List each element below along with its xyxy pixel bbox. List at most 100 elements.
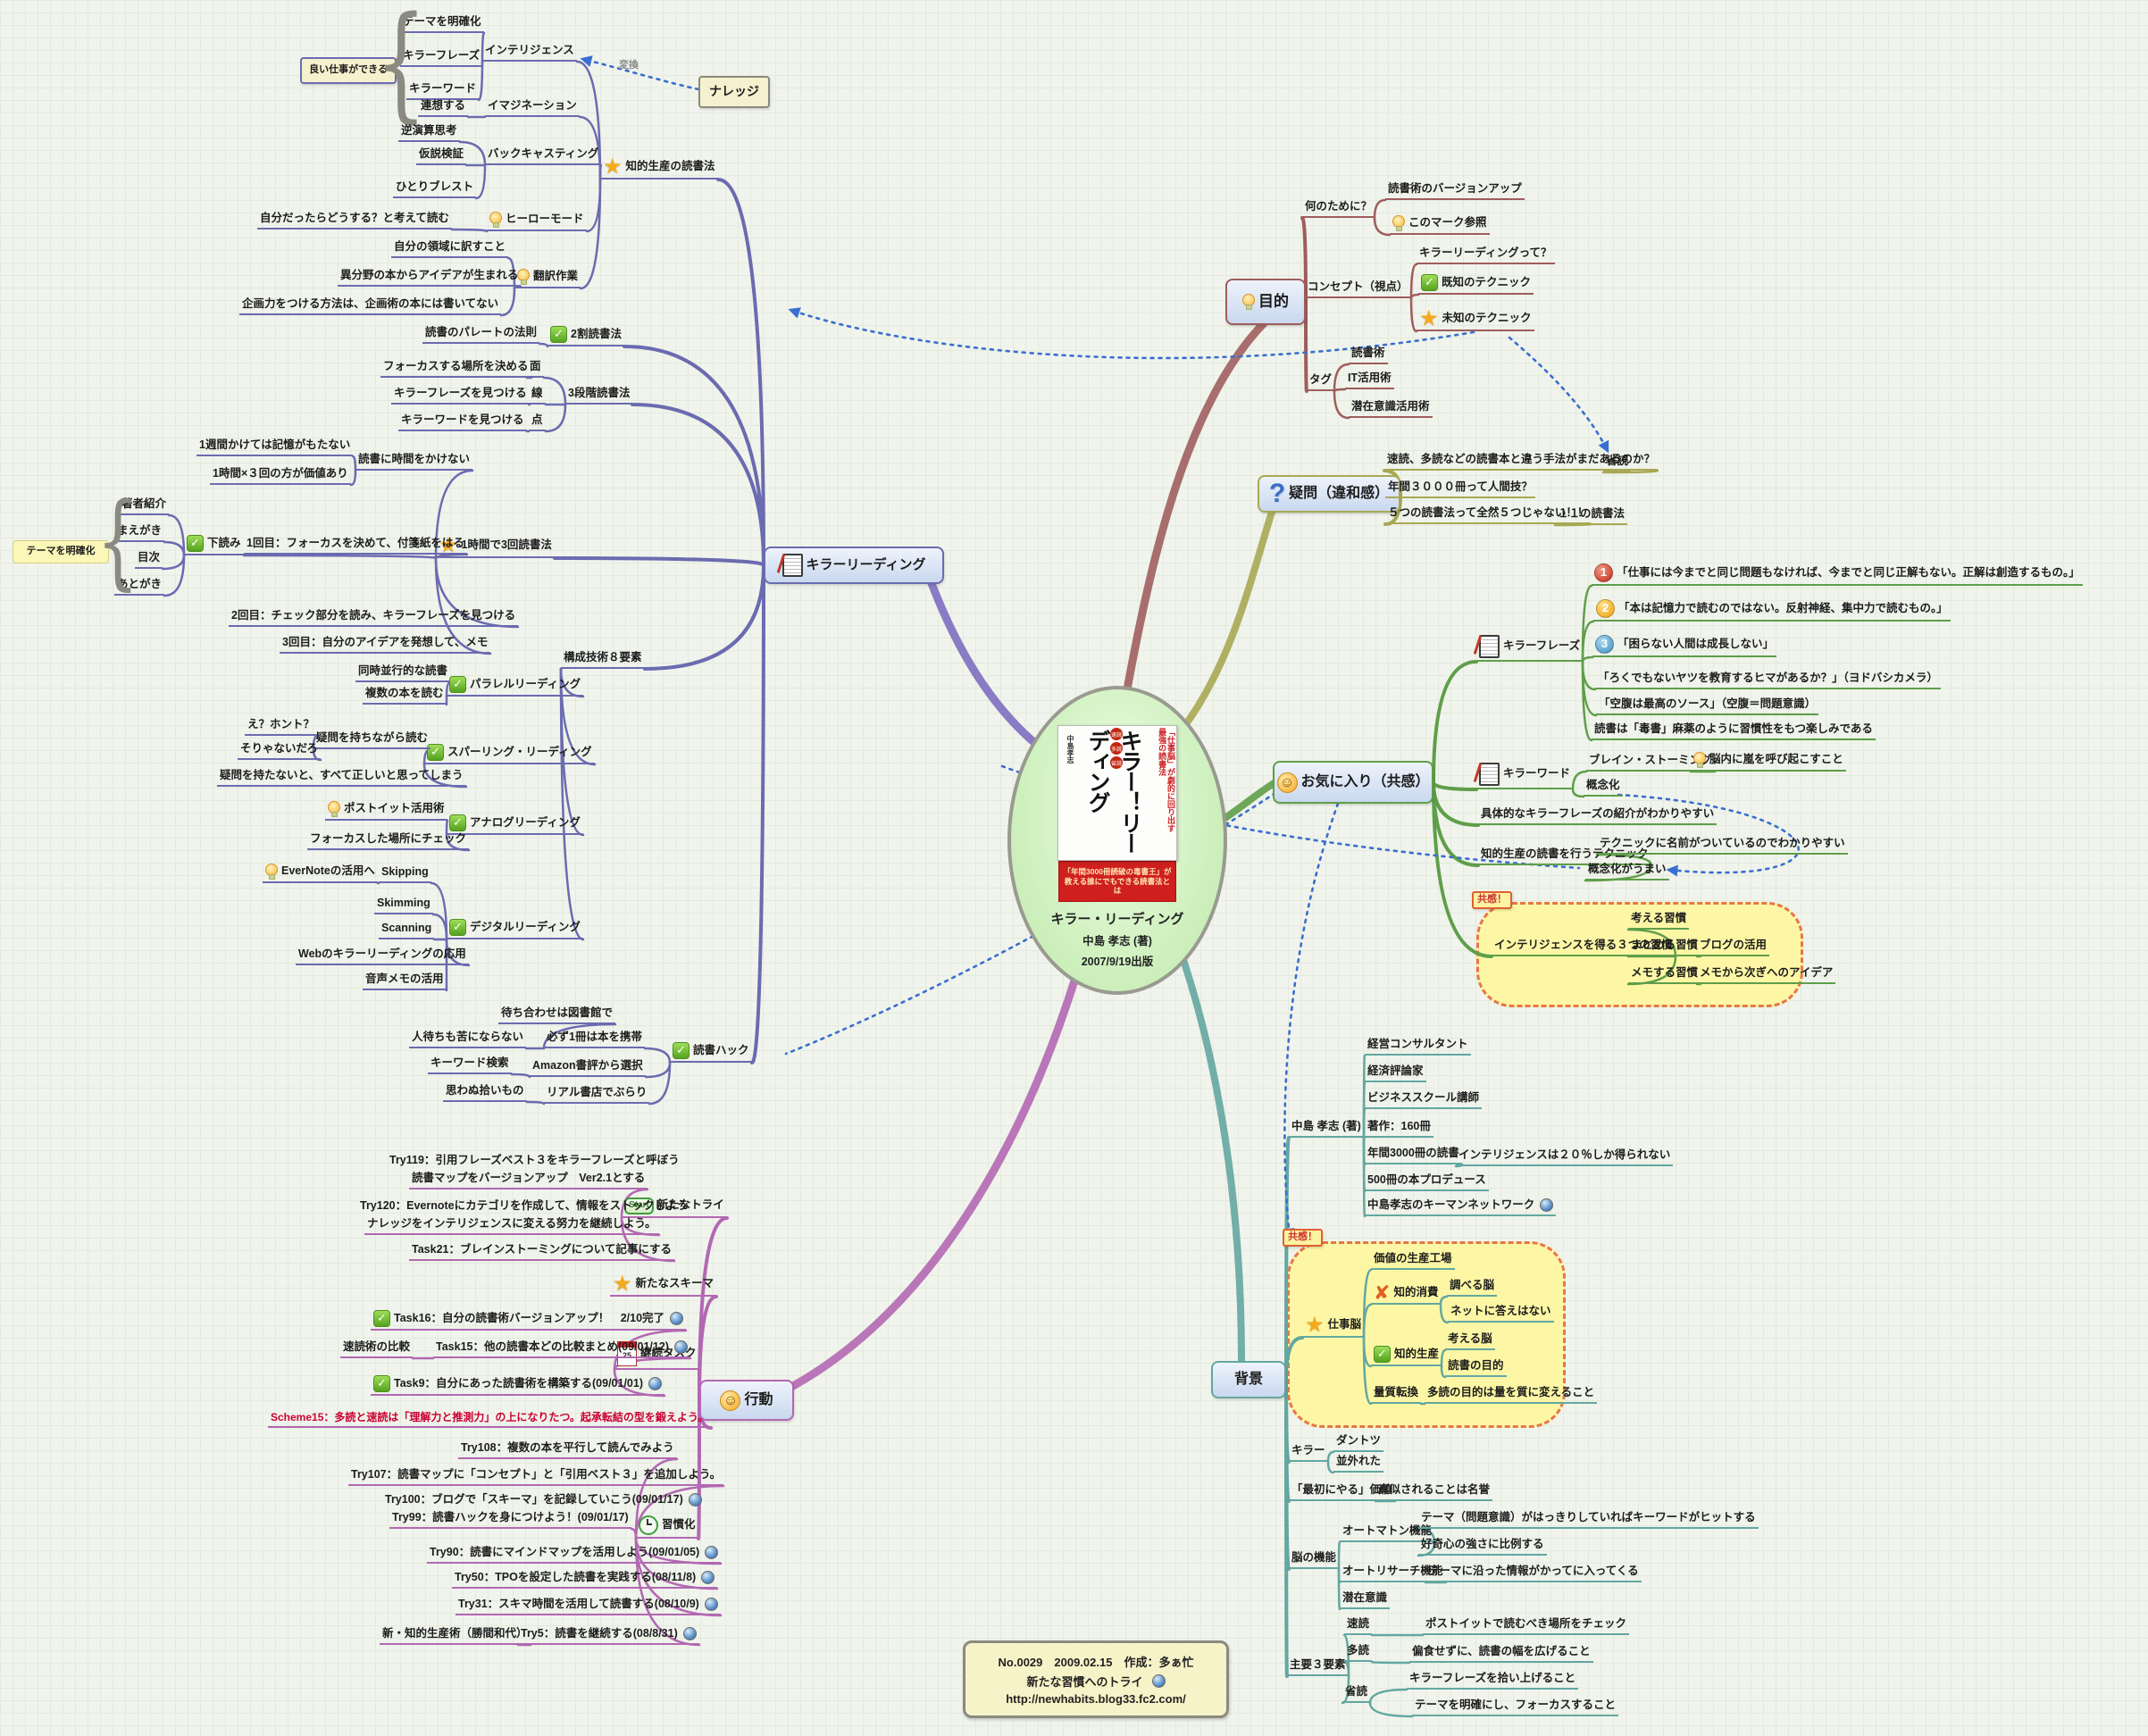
node-dokushojutsu[interactable]: 読書術 <box>1349 346 1388 364</box>
node-try119b[interactable]: 読書マップをバージョンアップ Ver2.1とする <box>409 1171 648 1189</box>
node-sparring[interactable]: ✓スパーリング・リーディング <box>424 743 595 764</box>
node-imag[interactable]: イマジネーション <box>485 98 580 117</box>
node-schema[interactable]: ★新たなスキーマ <box>610 1273 717 1297</box>
node-itkatsu[interactable]: IT活用術 <box>1345 371 1394 389</box>
node-shiraberu[interactable]: 調べる脳 <box>1447 1278 1498 1297</box>
node-chishohi[interactable]: ✘知的消費 <box>1371 1283 1442 1305</box>
node-chosaku[interactable]: 著作：160冊 <box>1365 1119 1433 1138</box>
node-intel20[interactable]: インテリジェンスは２０％しか得られない <box>1456 1148 1674 1166</box>
node-shinchiteki[interactable]: 新・知的生産術（勝間和代） <box>380 1626 531 1645</box>
node-para[interactable]: ✓パラレルリーディング <box>447 675 584 697</box>
node-keyman[interactable]: 中島孝志のキーマンネットワーク <box>1365 1198 1557 1216</box>
node-henshoku[interactable]: 偏食せずに、読書の幅を広げること <box>1409 1644 1593 1663</box>
node-maegaki[interactable]: まえがき <box>114 523 165 542</box>
node-q6[interactable]: 読書は「毒書」麻薬のように習慣性をもつ楽しみである <box>1592 722 1876 740</box>
node-theme1[interactable]: テーマを明確化 <box>400 14 484 33</box>
node-tadokumoku[interactable]: 多読の目的は量を質に変えること <box>1425 1385 1598 1404</box>
node-digital[interactable]: ✓デジタルリーディング <box>447 918 583 939</box>
node-backc[interactable]: バックキャスティング <box>485 146 602 165</box>
node-senzai1[interactable]: 潜在意識活用術 <box>1349 399 1433 418</box>
node-onsei[interactable]: 音声メモの活用 <box>363 972 447 990</box>
node-nenkan[interactable]: 年間３０００冊って人間技？ <box>1385 480 1535 498</box>
node-netkotae[interactable]: ネットに答えはない <box>1448 1304 1554 1323</box>
node-haikei[interactable]: 背景 <box>1211 1361 1286 1398</box>
node-mokuji[interactable]: 目次 <box>135 550 163 569</box>
node-try50[interactable]: Try50：TPOを設定した読書を実践する(08/11/8) <box>452 1570 718 1589</box>
node-dantotsu[interactable]: ダントツ <box>1333 1433 1384 1452</box>
node-ryoshitsu[interactable]: 量質転換 <box>1371 1385 1422 1404</box>
node-sokudoku2[interactable]: 速読 <box>1344 1616 1373 1635</box>
node-matomeru[interactable]: まとめる習慣 <box>1628 938 1701 956</box>
node-hack[interactable]: ✓読書ハック <box>670 1041 752 1063</box>
node-mokuteki[interactable]: 目的 <box>1225 279 1306 325</box>
node-kfraze2[interactable]: キラーフレーズ <box>1476 634 1584 662</box>
node-concept[interactable]: コンセプト（視点） <box>1305 280 1411 298</box>
node-men[interactable]: 面 <box>527 359 544 378</box>
node-brainst[interactable]: ブレイン・ストーミング <box>1586 753 1715 772</box>
node-kousei[interactable]: 構成技術８要素 <box>561 650 645 669</box>
node-q5[interactable]: 「空腹は最高のソース」（空腹＝問題意識） <box>1596 697 1819 715</box>
node-techname[interactable]: テクニックに名前がついているのでわかりやすい <box>1597 836 1848 855</box>
node-michi[interactable]: ★未知のテクニック <box>1417 308 1534 331</box>
node-week1[interactable]: 1週間かけては記憶がもたない <box>196 438 354 456</box>
node-themefocus[interactable]: テーマを明確にし、フォーカスすること <box>1412 1698 1619 1716</box>
node-webkiller[interactable]: Webのキラーリーディングの応用 <box>296 947 469 965</box>
node-saisho[interactable]: 「最初にやる」価値 <box>1289 1482 1395 1501</box>
node-kyokan1[interactable]: 共感！ <box>1472 891 1512 909</box>
node-skipping[interactable]: Skipping <box>379 864 431 883</box>
node-kyokan2[interactable]: 共感！ <box>1283 1229 1323 1247</box>
node-hero[interactable]: ヒーローモード <box>487 211 587 231</box>
node-jibun[interactable]: 自分だったらどうする？と考えて読む <box>257 211 452 230</box>
node-focusba[interactable]: フォーカスする場所を決める <box>380 359 531 378</box>
node-try5[interactable]: Try5：読書を継続する(08/8/31) <box>518 1626 699 1645</box>
node-jikanka[interactable]: 読書に時間をかけない <box>355 452 473 471</box>
node-juichi[interactable]: １１の読書法 <box>1555 506 1628 525</box>
node-goodwork[interactable]: 良い仕事ができる <box>300 57 397 84</box>
node-shodoku2[interactable]: 省読 <box>1342 1684 1371 1703</box>
node-amazon[interactable]: Amazon書評から選択 <box>530 1058 646 1077</box>
node-machiawase[interactable]: 待ち合わせは図書館で <box>498 1006 616 1024</box>
node-shitayomi[interactable]: ✓下読み <box>184 534 244 555</box>
node-rensou[interactable]: 連想する <box>418 98 469 117</box>
node-kikaku[interactable]: 企画力をつける方法は、企画術の本には書いてない <box>239 296 502 315</box>
node-nanno[interactable]: 何のために？ <box>1302 199 1375 218</box>
node-postit[interactable]: ポストイット活用術 <box>325 800 447 821</box>
node-namihazure[interactable]: 並外れた <box>1333 1454 1384 1473</box>
node-kai1[interactable]: 1回目：フォーカスを決めて、付箋紙をはる <box>244 536 467 555</box>
node-tadoku2[interactable]: 多読 <box>1344 1643 1373 1662</box>
node-dan3[interactable]: 3段階読書法 <box>565 386 633 405</box>
node-mark[interactable]: このマーク参照 <box>1390 214 1490 235</box>
node-atogaki[interactable]: あとがき <box>114 577 165 596</box>
node-nounai[interactable]: 脳内に嵐を呼び起こすこと <box>1691 751 1846 772</box>
node-postitcheck[interactable]: ポストイットで読むべき場所をチェック <box>1423 1616 1630 1635</box>
node-naledge[interactable]: ナレッジ <box>698 76 770 108</box>
node-noukino[interactable]: 脳の機能 <box>1289 1550 1340 1569</box>
node-scanning[interactable]: Scanning <box>379 921 435 939</box>
node-kai3[interactable]: 3回目：自分のアイデアを発想して、メモ <box>280 635 491 654</box>
node-try31[interactable]: Try31：スキマ時間を活用して読書する(08/10/9) <box>456 1597 721 1615</box>
node-shuyo[interactable]: 主要３要素 <box>1287 1657 1349 1676</box>
node-skimming[interactable]: Skimming <box>374 896 433 914</box>
node-kichi[interactable]: ✓既知のテクニック <box>1418 273 1534 295</box>
node-keiei[interactable]: 経営コンサルタント <box>1365 1037 1471 1056</box>
node-q3[interactable]: 3「困らない人間は成長しない」 <box>1592 634 1777 657</box>
node-try99[interactable]: Try99：読書ハックを身につけよう！(09/01/17) <box>389 1510 631 1529</box>
node-try120a[interactable]: Try120：Evernoteにカテゴリを作成して、情報をストックしよう <box>357 1198 690 1215</box>
node-ibunya[interactable]: 異分野の本からアイデアが生まれる <box>338 268 522 287</box>
node-sokudoku[interactable]: 速読術の比較 <box>340 1340 414 1358</box>
node-nenkan3000[interactable]: 年間3000冊の読書 <box>1365 1146 1462 1164</box>
node-versionup[interactable]: 読書術のバージョンアップ <box>1385 181 1525 200</box>
node-gutai[interactable]: 具体的なキラーフレーズの紹介がわかりやすい <box>1478 806 1718 825</box>
node-douji[interactable]: 同時並行的な読書 <box>355 664 451 682</box>
node-task9[interactable]: ✓Task9：自分にあった読書術を構築する(09/01/01) <box>371 1374 664 1396</box>
node-killer[interactable]: キラー <box>1289 1443 1328 1462</box>
node-fav[interactable]: ☺お気に入り（共感） <box>1273 761 1433 804</box>
node-dokumoku[interactable]: 読書の目的 <box>1445 1358 1507 1377</box>
node-q1[interactable]: 1「仕事には今までと同じ問題もなければ、今までと同じ正解もない。正解は創造するも… <box>1592 563 2083 586</box>
node-sen[interactable]: 線 <box>529 386 546 405</box>
node-sorya[interactable]: そりゃないだろ <box>238 741 321 760</box>
node-gyaku[interactable]: 逆演算思考 <box>398 123 460 142</box>
node-analog[interactable]: ✓アナログリーディング <box>447 814 583 835</box>
node-honyaku[interactable]: 翻訳作業 <box>514 268 581 288</box>
